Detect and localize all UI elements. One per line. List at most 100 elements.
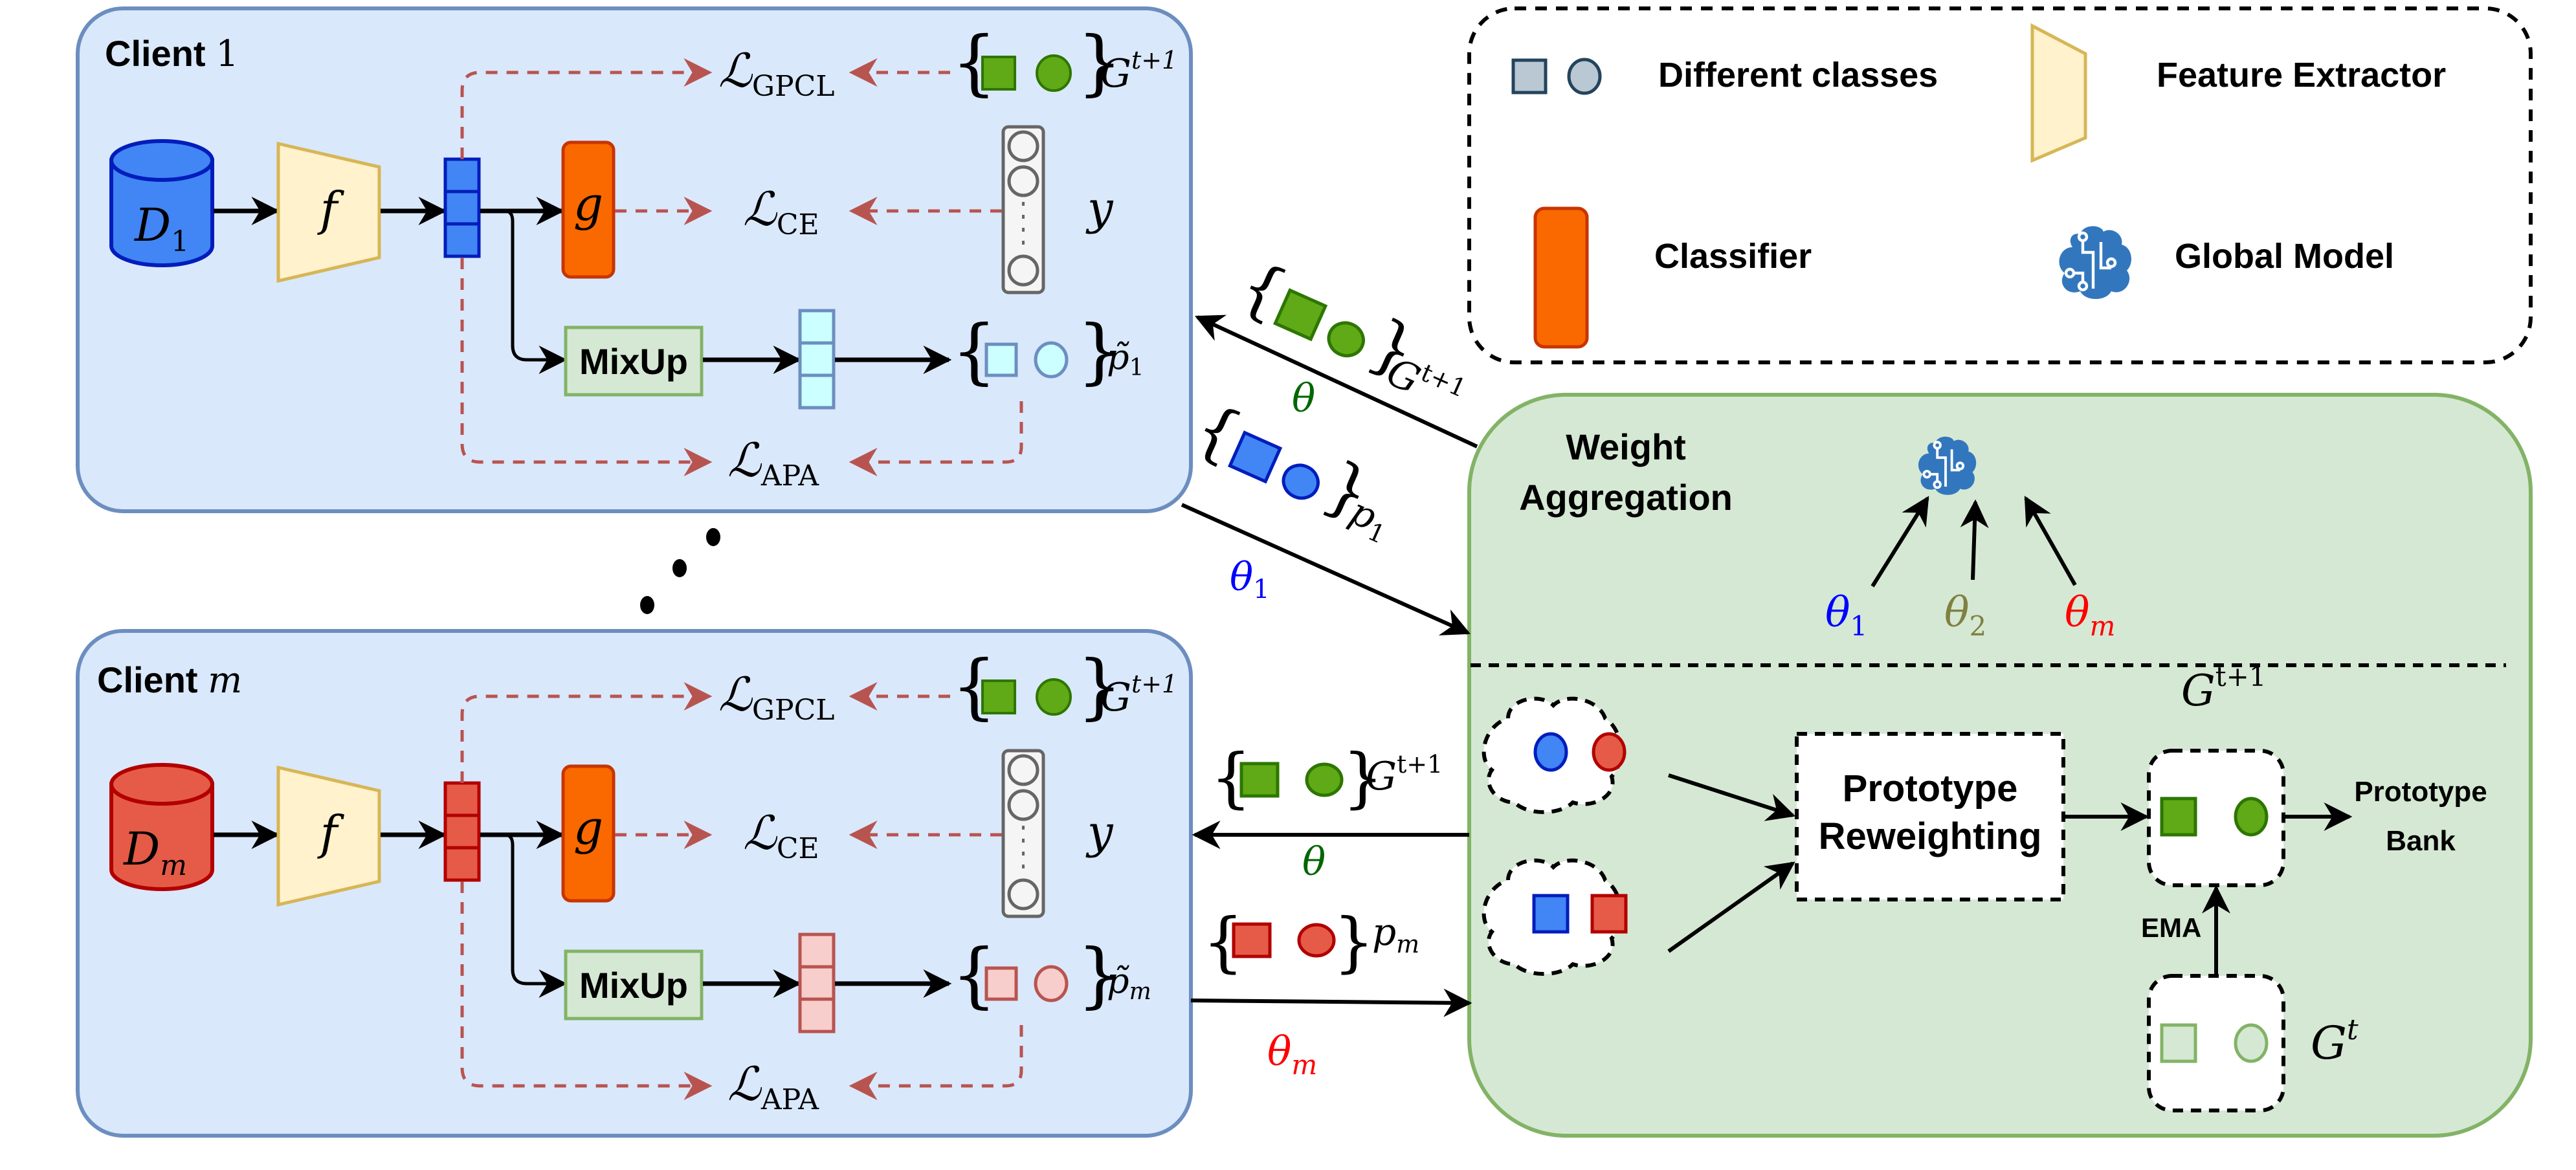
brace-close: } [1077, 933, 1122, 1016]
client-m-box [76, 629, 1193, 1138]
legend-box [1467, 6, 2533, 364]
global-proto-square [981, 679, 1016, 714]
arrow-theta2-to-model [1960, 499, 1989, 580]
label-y: y [1085, 806, 1114, 859]
loss-apa: ℒAPA [727, 433, 819, 492]
dashed-feature-to-apa [460, 258, 713, 476]
classifier-icon [561, 764, 616, 903]
download-param-label-client1: θ [1292, 376, 1315, 421]
prototype-reweighting-box [1795, 732, 2065, 901]
brace-close: } [1077, 645, 1122, 727]
theta-2: θ2 [1944, 589, 1986, 642]
mixup-box [564, 326, 704, 397]
server-panel: Weight Aggregation θ1 θ2 θm Gt+1 [1467, 393, 2533, 1138]
global-model-icon [1918, 436, 1977, 495]
global-proto-circle [1036, 54, 1072, 92]
client-1-panel: Client 1 D1 f g ℒGPCL { } Gt+1 [76, 6, 1193, 513]
loss-gpcl: ℒGPCL [718, 667, 835, 727]
label-vector-icon [1001, 125, 1045, 294]
aug-proto-label: p̃1 [1107, 337, 1144, 381]
dashed-augproto-to-apa [849, 401, 1023, 476]
theta-m: θm [2065, 589, 2115, 642]
prev-global-circle-proto [2234, 1023, 2269, 1063]
aug-feature-vector-icon [798, 309, 836, 410]
dashed-feature-to-gpcl [460, 58, 713, 159]
mixup-label: MixUp [579, 965, 688, 1006]
aug-proto-label: p̃m [1107, 960, 1151, 1005]
aug-proto-circle [1034, 341, 1069, 379]
aug-proto-square [984, 342, 1018, 377]
brace-close: } [1342, 740, 1384, 815]
dashed-augproto-to-apa [849, 1025, 1023, 1100]
aug-proto-circle [1034, 965, 1069, 1002]
download-circle-proto-clientm [1305, 762, 1344, 797]
loss-gpcl: ℒGPCL [718, 43, 835, 103]
client-1-box [76, 6, 1193, 513]
arrow-circles-to-reweighting [1668, 773, 1796, 821]
client1-square-proto [1532, 894, 1570, 934]
label-y: y [1085, 182, 1114, 235]
loss-ce: ℒCE [743, 182, 819, 241]
arrow-clientm-to-server [1190, 988, 1472, 1017]
arrow-feature-to-mixup [480, 209, 568, 374]
prev-global-proto-label: Gt [2311, 1013, 2359, 1070]
more-clients-ellipsis [640, 528, 720, 614]
feature-vector-icon [443, 157, 481, 258]
classifier-label: g [573, 177, 603, 231]
client-m-title: Client m [97, 659, 242, 701]
upload-circle-proto-clientm [1297, 923, 1336, 958]
download-square-proto-clientm [1239, 762, 1280, 798]
new-global-circle-proto [2234, 797, 2269, 837]
dataset-cylinder-icon [109, 763, 214, 891]
feature-extractor-icon [276, 141, 381, 283]
brace-close: } [1333, 904, 1375, 980]
brace-close: } [1077, 309, 1122, 392]
prev-global-square-proto [2160, 1023, 2197, 1063]
dashed-feature-to-apa [460, 881, 713, 1100]
aug-feature-vector-icon [798, 933, 836, 1033]
legend-different-classes: Different classes [1658, 56, 1938, 94]
dataset-label: D1 [133, 199, 189, 258]
global-proto-label: Gt+1 [1100, 670, 1177, 720]
weight-aggregation-title-2: Aggregation [1519, 477, 1733, 518]
prototype-reweighting-label: Prototype [1843, 767, 2018, 810]
prototype-reweighting-label-2: Reweighting [1819, 815, 2042, 857]
clientm-circle-proto [1592, 732, 1627, 772]
download-param-label-clientm: θ [1302, 839, 1326, 885]
communication-links: { } Gt+1 θ { } p1 θ1 { } Gt+1 θ { } pm [1181, 247, 1478, 1081]
label-vector-icon [1001, 749, 1045, 918]
legend-class-square-icon [1511, 58, 1548, 94]
legend-class-circle-icon [1567, 58, 1602, 95]
server-global-proto-label: Gt+1 [2181, 661, 2267, 716]
new-global-square-proto [2160, 797, 2197, 837]
theta-1: θ1 [1825, 589, 1867, 642]
clientm-square-proto [1590, 894, 1628, 934]
legend-global-model: Global Model [2175, 237, 2394, 276]
legend-feature-extractor: Feature Extractor [2157, 56, 2446, 94]
dataset-cylinder-icon [109, 139, 214, 267]
arrow-squares-to-reweighting [1667, 861, 1795, 953]
arrow-server-to-client1 [1195, 315, 1478, 448]
classifier-icon [561, 140, 616, 279]
arrow-client1-to-server [1181, 503, 1471, 635]
dataset-label: Dm [122, 822, 187, 882]
arrow-theta1-to-model [1871, 496, 1929, 588]
client-1-title: Client 1 [105, 33, 239, 75]
feature-extractor-icon [276, 765, 381, 907]
prototype-bank-label-2: Bank [2386, 825, 2456, 857]
upload-proto-label-clientm: pm [1372, 910, 1419, 958]
legend-classifier: Classifier [1654, 237, 1812, 276]
upload-protos-client1: { } p1 [1184, 389, 1390, 549]
prev-global-proto-box [2147, 974, 2285, 1112]
loss-apa: ℒAPA [727, 1057, 819, 1116]
arrow-feature-to-mixup [480, 833, 568, 998]
weight-aggregation-title: Weight [1566, 426, 1686, 467]
global-proto-circle [1036, 678, 1072, 716]
classifier-label: g [573, 800, 603, 855]
arrow-thetam-to-model [2024, 496, 2077, 586]
legend: Different classes Feature Extractor Clas… [1467, 6, 2533, 364]
mixup-label: MixUp [579, 341, 688, 382]
dashed-feature-to-gpcl [460, 682, 713, 783]
upload-param-label-clientm: θm [1267, 1028, 1317, 1081]
